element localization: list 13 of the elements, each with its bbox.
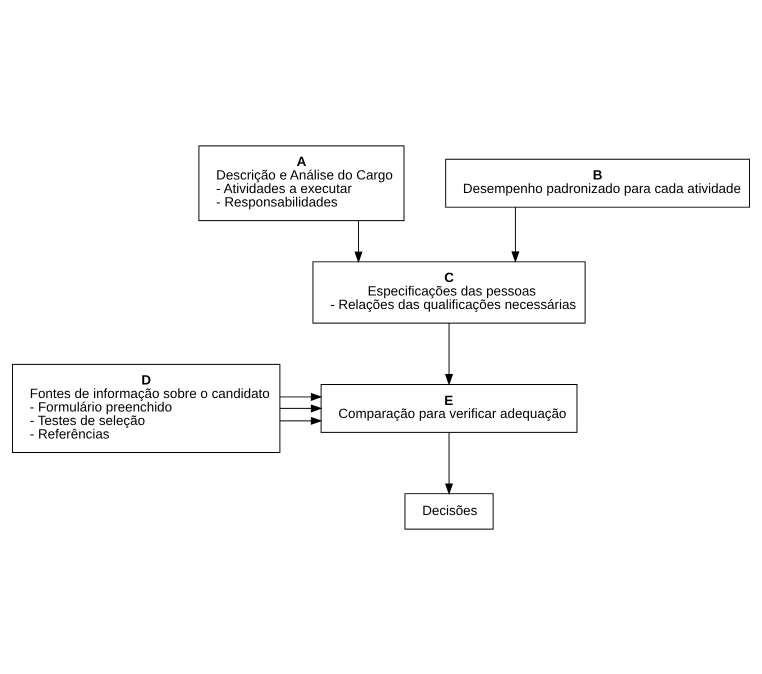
arrow xyxy=(511,206,520,262)
arrow xyxy=(279,392,322,400)
node-box: C Especificações das pessoas - Relações das qualificações necessárias xyxy=(312,260,586,324)
node-box: Decisões xyxy=(404,492,494,530)
arrow xyxy=(445,432,454,494)
arrow xyxy=(445,322,454,386)
arrow xyxy=(354,220,363,263)
node-box: B Desempenho padronizado para cada atividade xyxy=(445,158,750,208)
node-box: D Fontes de informação sobre o candidato - Formulário preenchido - Testes de seleção - Referências xyxy=(12,363,280,452)
node-box: A Descrição e Análise do Cargo - Atividades a executar - Responsabilidades xyxy=(198,144,404,221)
arrow xyxy=(279,416,322,424)
node-box: E Comparação para verificar adequação xyxy=(320,383,578,432)
arrow xyxy=(279,404,322,412)
